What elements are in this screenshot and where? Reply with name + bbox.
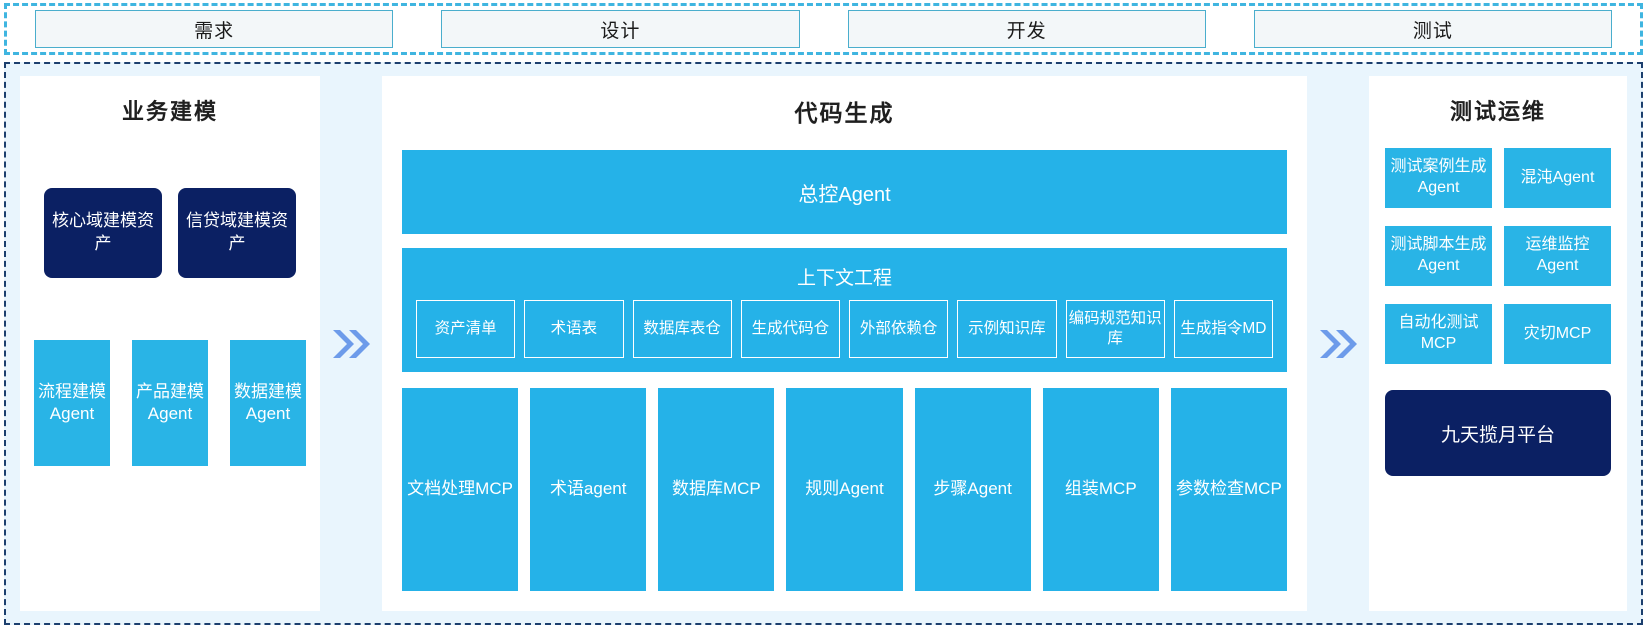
context-item-generation-instruction-md[interactable]: 生成指令MD bbox=[1173, 300, 1273, 358]
business-modeling-body: 核心域建模资产 信贷域建模资产 流程建模Agent 产品建模Agent 数据建模… bbox=[20, 126, 320, 611]
double-chevron-right-icon-right bbox=[1307, 76, 1369, 611]
agent-box-product-modeling[interactable]: 产品建模Agent bbox=[132, 340, 208, 466]
stage-box-design[interactable]: 设计 bbox=[441, 10, 800, 48]
context-item-db-table-repo[interactable]: 数据库表仓 bbox=[632, 300, 732, 358]
context-engineering-items: 资产清单 术语表 数据库表仓 生成代码仓 外部依赖仓 示例知识库 编码规范知识库… bbox=[416, 300, 1273, 358]
panel-title-test-operations: 测试运维 bbox=[1449, 99, 1546, 124]
double-chevron-right-icon-left bbox=[320, 76, 382, 611]
stage-label: 需求 bbox=[194, 20, 235, 42]
context-item-coding-standard-knowledge-base[interactable]: 编码规范知识库 bbox=[1065, 300, 1165, 358]
test-operations-grid: 测试案例生成Agent 混沌Agent 测试脚本生成Agent 运维监控Agen… bbox=[1385, 148, 1611, 364]
master-control-agent-bar[interactable]: 总控Agent bbox=[402, 150, 1287, 234]
agent-box-process-modeling[interactable]: 流程建模Agent bbox=[34, 340, 110, 466]
context-item-external-dependency-repo[interactable]: 外部依赖仓 bbox=[849, 300, 949, 358]
tool-box-step-agent[interactable]: 步骤Agent bbox=[914, 388, 1031, 591]
master-control-agent-label: 总控Agent bbox=[798, 183, 891, 206]
modeling-agent-row: 流程建模Agent 产品建模Agent 数据建模Agent bbox=[20, 340, 320, 466]
test-operations-body: 测试案例生成Agent 混沌Agent 测试脚本生成Agent 运维监控Agen… bbox=[1369, 126, 1627, 611]
stage-box-testing[interactable]: 测试 bbox=[1253, 10, 1612, 48]
tool-box-database-mcp[interactable]: 数据库MCP bbox=[658, 388, 775, 591]
stage-label: 测试 bbox=[1412, 20, 1453, 42]
context-engineering-title: 上下文工程 bbox=[796, 268, 892, 289]
box-disaster-switch-mcp[interactable]: 灾切MCP bbox=[1504, 304, 1611, 364]
tool-box-rule-agent[interactable]: 规则Agent bbox=[786, 388, 903, 591]
box-automated-test-mcp[interactable]: 自动化测试MCP bbox=[1385, 304, 1492, 364]
context-engineering-block: 上下文工程 资产清单 术语表 数据库表仓 生成代码仓 外部依赖仓 示例知识库 编… bbox=[402, 248, 1287, 372]
panel-title-business-modeling: 业务建模 bbox=[121, 99, 218, 124]
stage-box-development[interactable]: 开发 bbox=[847, 10, 1206, 48]
context-item-glossary[interactable]: 术语表 bbox=[524, 300, 624, 358]
code-generation-body: 总控Agent 上下文工程 资产清单 术语表 数据库表仓 生成代码仓 外部依赖仓… bbox=[382, 128, 1307, 611]
tool-box-assembly-mcp[interactable]: 组装MCP bbox=[1042, 388, 1159, 591]
tool-row: 文档处理MCP 术语agent 数据库MCP 规则Agent 步骤Agent 组… bbox=[402, 388, 1287, 597]
platform-box-jiutian-lanyue[interactable]: 九天揽月平台 bbox=[1385, 390, 1611, 476]
asset-box-core-domain[interactable]: 核心域建模资产 bbox=[44, 188, 162, 278]
box-chaos-agent[interactable]: 混沌Agent bbox=[1504, 148, 1611, 208]
context-item-generated-code-repo[interactable]: 生成代码仓 bbox=[740, 300, 840, 358]
asset-row: 核心域建模资产 信贷域建模资产 bbox=[20, 188, 320, 278]
tool-box-parameter-check-mcp[interactable]: 参数检查MCP bbox=[1170, 388, 1287, 591]
main-region: 业务建模 核心域建模资产 信贷域建模资产 流程建模Agent 产品建模Agent… bbox=[4, 62, 1643, 625]
box-test-case-generation-agent[interactable]: 测试案例生成Agent bbox=[1385, 148, 1492, 208]
stage-label: 设计 bbox=[600, 20, 641, 42]
stage-label: 开发 bbox=[1006, 20, 1047, 42]
panel-test-operations: 测试运维 测试案例生成Agent 混沌Agent 测试脚本生成Agent 运维监… bbox=[1369, 76, 1627, 611]
asset-box-credit-domain[interactable]: 信贷域建模资产 bbox=[178, 188, 296, 278]
box-test-script-generation-agent[interactable]: 测试脚本生成Agent bbox=[1385, 226, 1492, 286]
context-item-example-knowledge-base[interactable]: 示例知识库 bbox=[957, 300, 1057, 358]
box-ops-monitoring-agent[interactable]: 运维监控Agent bbox=[1504, 226, 1611, 286]
panel-code-generation: 代码生成 总控Agent 上下文工程 资产清单 术语表 数据库表仓 生成代码仓 … bbox=[382, 76, 1307, 611]
tool-box-glossary-agent[interactable]: 术语agent bbox=[530, 388, 647, 591]
agent-box-data-modeling[interactable]: 数据建模Agent bbox=[230, 340, 306, 466]
tool-box-document-processing-mcp[interactable]: 文档处理MCP bbox=[402, 388, 519, 591]
panel-business-modeling: 业务建模 核心域建模资产 信贷域建模资产 流程建模Agent 产品建模Agent… bbox=[20, 76, 320, 611]
stage-band: 需求 设计 开发 测试 bbox=[4, 3, 1643, 55]
stage-box-requirements[interactable]: 需求 bbox=[35, 10, 394, 48]
panel-title-code-generation: 代码生成 bbox=[794, 100, 895, 126]
context-item-asset-list[interactable]: 资产清单 bbox=[416, 300, 516, 358]
